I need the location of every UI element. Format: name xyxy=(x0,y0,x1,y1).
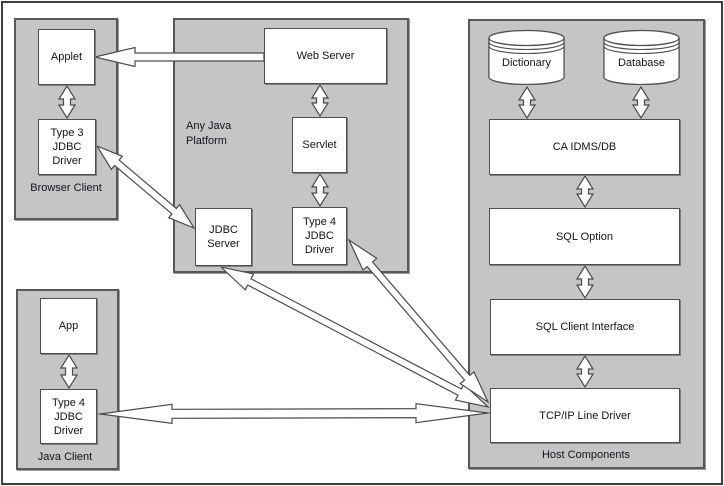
node-servlet: Servlet xyxy=(292,117,347,173)
node-applet: Applet xyxy=(38,29,95,85)
edge-app--type4-jdbc-driver-client xyxy=(59,353,79,390)
edge-type4-jdbc-driver-platform--tcpip-line-driver xyxy=(347,238,490,404)
group-label-java-client: Java Client xyxy=(37,451,93,463)
edge-applet--type3-jdbc-driver xyxy=(57,84,77,120)
edge-ca-idms-db--sql-option xyxy=(575,174,595,209)
group-label-host-components: Host Components xyxy=(541,449,631,461)
node-type4-jdbc-driver-client: Type 4 JDBC Driver xyxy=(40,389,97,444)
edge-database--ca-idms-db xyxy=(631,85,651,120)
node-dictionary: Dictionary xyxy=(488,29,565,85)
node-type4-jdbc-driver-platform: Type 4 JDBC Driver xyxy=(292,207,347,265)
node-type3-jdbc-driver: Type 3 JDBC Driver xyxy=(38,119,96,175)
edge-jdbc-server--tcpip-line-driver xyxy=(219,265,490,409)
edge-servlet--type4-jdbc-driver-platform xyxy=(310,172,330,208)
edge-web-server--applet xyxy=(92,46,265,68)
cylinder-icon xyxy=(488,29,565,85)
node-ca-idms-db: CA IDMS/DB xyxy=(489,119,680,175)
node-tcpip-line-driver: TCP/IP Line Driver xyxy=(490,388,680,443)
node-sql-option: SQL Option xyxy=(489,208,680,265)
group-label-any-java-platform: Any Java Platform xyxy=(186,120,232,147)
cylinder-label: Database xyxy=(617,57,666,69)
node-database: Database xyxy=(603,29,680,85)
edge-sql-option--sql-client-interface xyxy=(575,264,595,300)
edge-sql-client-interface--tcpip-line-driver xyxy=(575,354,595,389)
edge-type3-jdbc-driver--jdbc-server xyxy=(95,144,196,230)
node-sql-client-interface: SQL Client Interface xyxy=(490,299,680,355)
node-app: App xyxy=(40,298,97,354)
cylinder-label: Dictionary xyxy=(502,57,551,69)
node-jdbc-server: JDBC Server xyxy=(195,208,252,266)
node-web-server: Web Server xyxy=(264,28,387,84)
edge-dictionary--ca-idms-db xyxy=(517,85,537,120)
edge-web-server--servlet xyxy=(310,83,330,118)
cylinder-icon xyxy=(603,29,680,85)
edge-type4-jdbc-driver-client--tcpip-line-driver xyxy=(95,403,493,424)
group-label-browser-client: Browser Client xyxy=(30,182,102,194)
